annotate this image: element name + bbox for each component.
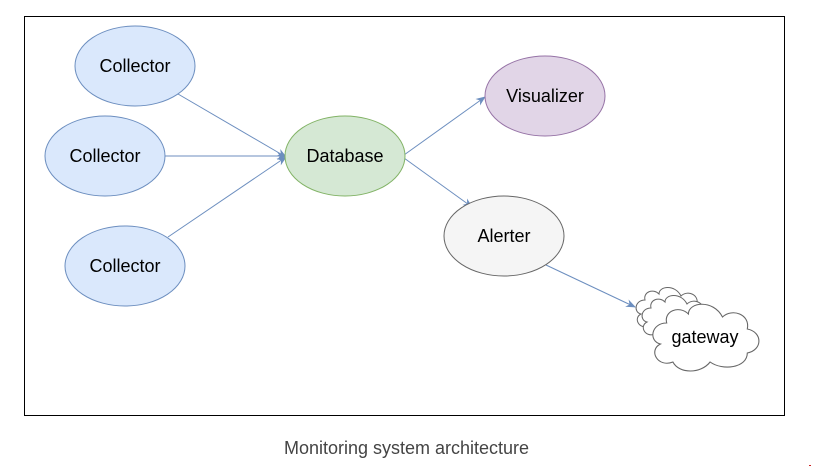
node-collector-3[interactable]: Collector [64, 225, 186, 307]
edge-database-to-visualizer [403, 96, 486, 156]
node-label: Collector [99, 56, 170, 76]
corner-mark [809, 465, 811, 466]
edge-collector-1-to-database [177, 93, 287, 158]
node-database[interactable]: Database [284, 115, 406, 197]
node-label: Collector [69, 146, 140, 166]
node-collector-1[interactable]: Collector [74, 25, 196, 107]
edge-collector-3-to-database [167, 156, 287, 238]
cloud-icon [652, 303, 760, 372]
node-collector-2[interactable]: Collector [44, 115, 166, 197]
diagram-caption: Monitoring system architecture [283, 438, 530, 458]
node-shape [484, 55, 606, 137]
node-shape [64, 225, 186, 307]
node-shape [284, 115, 406, 197]
node-label: Visualizer [506, 86, 584, 106]
edge-database-to-alerter [403, 157, 473, 208]
edge-alerter-to-gateway [545, 264, 636, 308]
node-alerter[interactable]: Alerter [443, 195, 565, 277]
node-shape [74, 25, 196, 107]
edges [164, 93, 636, 308]
node-label: Alerter [477, 226, 530, 246]
node-label: gateway [671, 327, 738, 347]
node-shape [443, 195, 565, 277]
node-label: Collector [89, 256, 160, 276]
node-visualizer[interactable]: Visualizer [484, 55, 606, 137]
node-label: Database [306, 146, 383, 166]
node-gateway[interactable]: gateway [635, 287, 760, 372]
node-shape [44, 115, 166, 197]
